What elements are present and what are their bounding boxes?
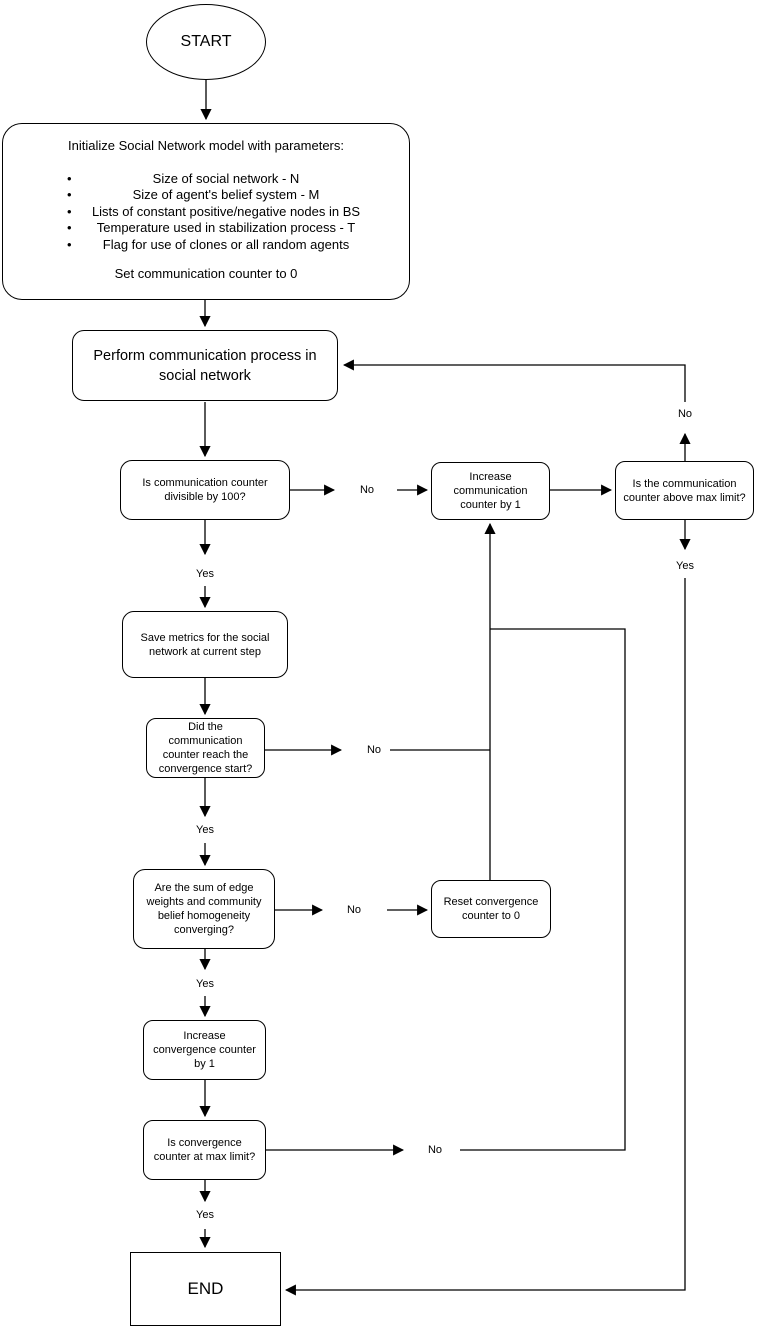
end-node: END (130, 1252, 281, 1326)
edge-label-yes-max-comm: Yes (674, 560, 696, 572)
init-node: Initialize Social Network model with par… (2, 123, 410, 300)
edge-label-no-max-comm: No (675, 408, 695, 420)
init-param-text: Lists of constant positive/negative node… (91, 203, 361, 219)
init-param-text: Flag for use of clones or all random age… (102, 236, 350, 252)
init-param-item: • Temperature used in stabilization proc… (43, 220, 409, 237)
edge-label-no-converging: No (344, 904, 364, 916)
edge-label-yes-div100: Yes (194, 568, 216, 580)
check-divisible-100-node: Is communication counter divisible by 10… (120, 460, 290, 520)
edge-label-no-conv-start: No (364, 744, 384, 756)
increase-communication-counter-node: Increase communication counter by 1 (431, 462, 550, 520)
save-metrics-node: Save metrics for the social network at c… (122, 611, 288, 678)
init-param-item: • Lists of constant positive/negative no… (43, 204, 409, 221)
edge-label-yes-conv-start: Yes (194, 824, 216, 836)
init-param-item: • Size of social network - N (43, 171, 409, 188)
edge-label-yes-converging: Yes (194, 978, 216, 990)
check-converging-node: Are the sum of edge weights and communit… (133, 869, 275, 949)
perform-communication-node: Perform communication process in social … (72, 330, 338, 401)
edge-label-no-div100: No (357, 484, 377, 496)
check-convergence-start-node: Did the communication counter reach the … (146, 718, 265, 778)
bullet-icon: • (67, 220, 72, 235)
init-param-text: Temperature used in stabilization proces… (96, 220, 356, 235)
bullet-icon: • (67, 203, 72, 219)
start-node: START (146, 4, 266, 80)
init-footer: Set communication counter to 0 (114, 266, 298, 281)
bullet-icon: • (67, 236, 72, 252)
init-title: Initialize Social Network model with par… (68, 138, 344, 153)
bullet-icon: • (67, 170, 72, 186)
init-param-text: Size of social network - N (152, 170, 300, 186)
edge-no-to-perform (342, 359, 686, 402)
init-param-text: Size of agent's belief system - M (132, 187, 320, 202)
bullet-icon: • (67, 187, 72, 202)
edge-label-no-max-conv: No (425, 1144, 445, 1156)
edge-max-conv-no-loop (460, 628, 626, 1151)
check-communication-max-limit-node: Is the communication counter above max l… (615, 461, 754, 520)
reset-convergence-counter-node: Reset convergence counter to 0 (431, 880, 551, 938)
increase-convergence-counter-node: Increase convergence counter by 1 (143, 1020, 266, 1080)
edge-label-yes-max-conv: Yes (194, 1209, 216, 1221)
check-convergence-max-limit-node: Is convergence counter at max limit? (143, 1120, 266, 1180)
init-param-item: • Flag for use of clones or all random a… (43, 237, 409, 254)
edge-yes-to-end (284, 578, 686, 1296)
init-param-item: • Size of agent's belief system - M (43, 187, 409, 204)
init-param-list: • Size of social network - N • Size of a… (43, 171, 409, 254)
